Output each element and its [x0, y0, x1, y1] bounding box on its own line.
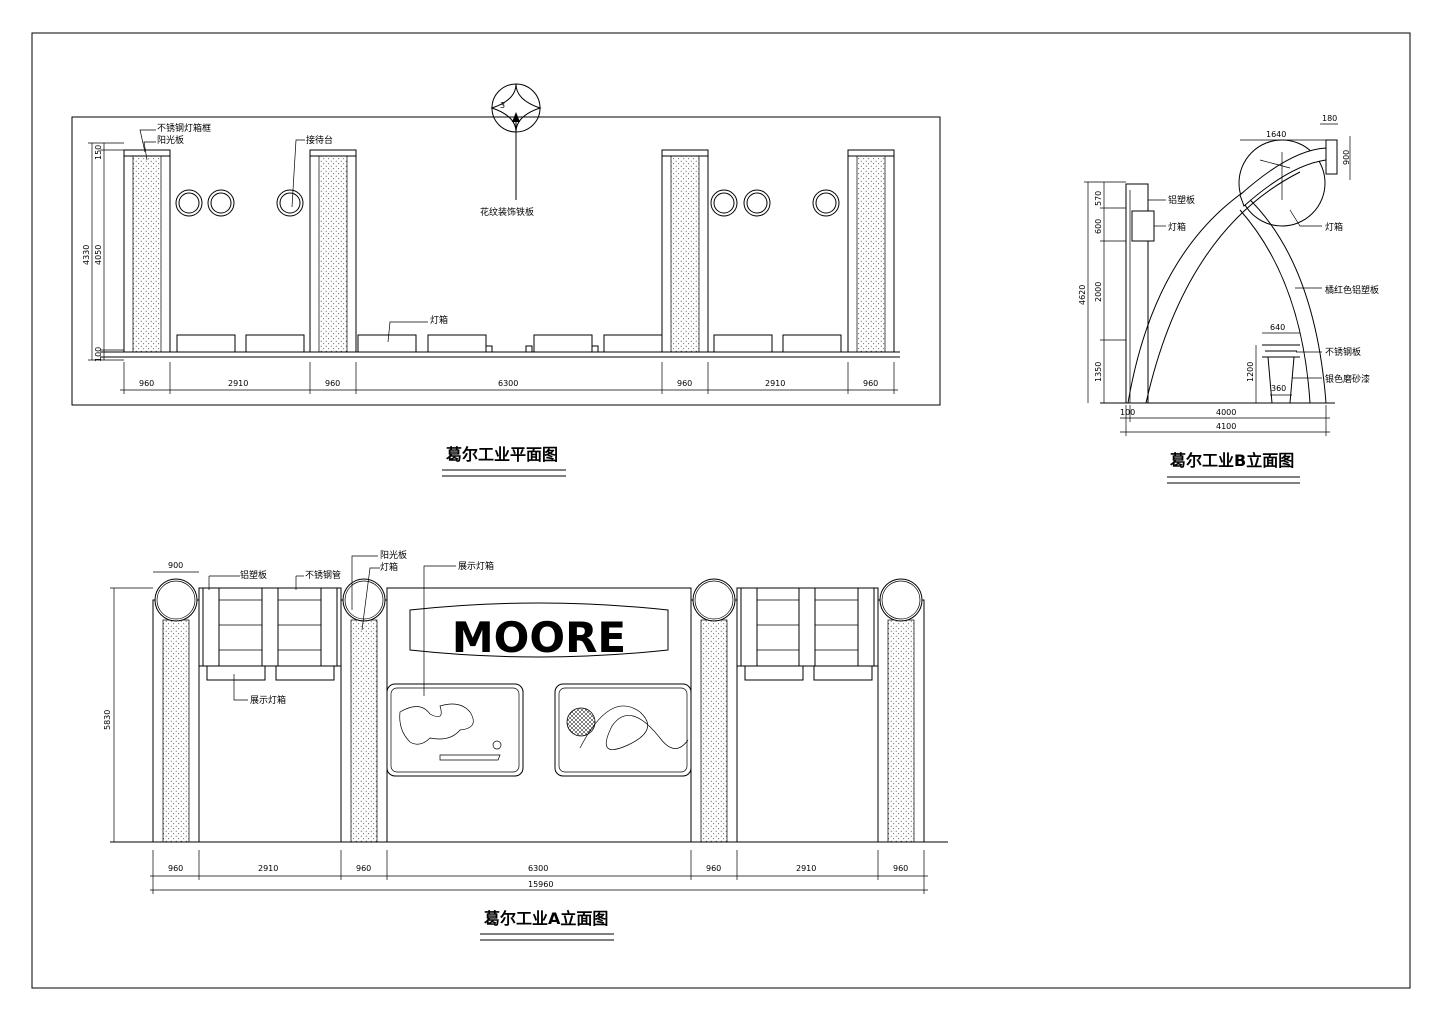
b-dim: 570: [1094, 191, 1103, 206]
plan-hdim: 6300: [498, 379, 518, 388]
b-dim: 100: [1120, 408, 1135, 417]
plan-vertical-dims: 150 4330 4050 100: [82, 142, 124, 362]
plan-title: 葛尔工业平面图: [446, 445, 558, 464]
a-central-sign: MOORE: [386, 587, 692, 843]
b-dim: 4000: [1216, 408, 1236, 417]
plan-label-lightbox: 灯箱: [430, 314, 448, 326]
b-label-steel-plate: 不锈钢板: [1325, 346, 1361, 358]
b-dim: 600: [1094, 219, 1103, 234]
a-label-alu-panel: 铝塑板: [240, 569, 267, 581]
svg-text:3: 3: [500, 101, 505, 110]
a-side-panel-right: [736, 587, 879, 681]
plan-label-reception: 接待台: [306, 134, 333, 146]
a-dim-top: 900: [168, 561, 183, 570]
a-hdim: 2910: [258, 864, 278, 873]
sheet-border: [31, 32, 1411, 989]
plan-dim-mid: 4050: [94, 245, 103, 265]
a-label-lightbox: 灯箱: [380, 561, 398, 573]
b-dim: 640: [1270, 323, 1285, 332]
b-dim: 1200: [1246, 362, 1255, 382]
a-hdim: 960: [168, 864, 183, 873]
b-label-alu-panel: 铝塑板: [1168, 194, 1195, 206]
a-column-3: [690, 578, 738, 843]
elevation-b: 铝塑板 灯箱 灯箱 橘红色铝塑板 不锈钢板 银色磨砂漆 1640 180 900…: [1078, 114, 1379, 484]
a-column-4: [877, 578, 925, 843]
a-hdim: 2910: [796, 864, 816, 873]
plan-hdim: 960: [863, 379, 878, 388]
brand-logo: MOORE: [452, 613, 626, 662]
plan-frame: [71, 116, 941, 406]
a-dim-total: 15960: [528, 880, 553, 889]
b-dim: 1350: [1094, 362, 1103, 382]
plan-column-3: [661, 149, 709, 353]
a-hdim: 960: [893, 864, 908, 873]
a-dim-height: 5830: [103, 710, 112, 730]
plan-dim-total: 4330: [82, 245, 91, 265]
b-label-lightbox-right: 灯箱: [1325, 221, 1343, 233]
a-label-display-lightbox: 展示灯箱: [458, 560, 494, 572]
plan-dim-bottom: 100: [94, 347, 103, 362]
elevation-b-title: 葛尔工业B立面图: [1170, 451, 1294, 470]
a-hdim: 6300: [528, 864, 548, 873]
b-dim: 2000: [1094, 282, 1103, 302]
plan-label-iron-board: 花纹装饰铁板: [480, 206, 534, 218]
b-dim: 4620: [1078, 285, 1087, 305]
plan-hdim: 2910: [228, 379, 248, 388]
plan-label-frame: 不锈钢灯箱框: [157, 122, 211, 134]
b-dim: 180: [1322, 114, 1337, 123]
north-arrow-icon: 3: [490, 83, 542, 200]
b-dim: 1640: [1266, 130, 1286, 139]
a-column-1: [152, 578, 200, 843]
plan-view: 3: [71, 83, 941, 477]
b-label-lightbox-left: 灯箱: [1168, 221, 1186, 233]
plan-lightboxes: [176, 334, 842, 353]
plan-hdim: 960: [139, 379, 154, 388]
plan-dim-top: 150: [94, 145, 103, 160]
a-hdim: 960: [706, 864, 721, 873]
plan-round-lamps: [175, 189, 840, 217]
plan-horizontal-dims: 960 2910 960 6300 960 2910 960: [120, 362, 898, 394]
b-label-orange-panel: 橘红色铝塑板: [1325, 284, 1379, 296]
plan-label-sun-panel: 阳光板: [157, 134, 184, 146]
elevation-a-title: 葛尔工业A立面图: [484, 909, 608, 928]
b-dim: 900: [1342, 150, 1351, 165]
plan-column-2: [309, 149, 357, 353]
a-label-display-lightbox-left: 展示灯箱: [250, 694, 286, 706]
plan-hdim: 2910: [765, 379, 785, 388]
elevation-a: MOORE 铝塑板 不锈钢管 阳光板 灯箱 展示灯箱 展示灯箱 900: [103, 549, 948, 941]
a-label-steel-tube: 不锈钢管: [305, 569, 341, 581]
plan-hdim: 960: [677, 379, 692, 388]
plan-column-4: [847, 149, 895, 353]
a-side-panel-left: [198, 587, 342, 681]
a-column-2: [340, 578, 388, 843]
b-dim: 4100: [1216, 422, 1236, 431]
b-label-paint: 银色磨砂漆: [1325, 373, 1370, 385]
a-label-sun-panel: 阳光板: [380, 549, 407, 561]
plan-hdim: 960: [325, 379, 340, 388]
a-hdim: 960: [356, 864, 371, 873]
plan-column-1: [123, 149, 171, 353]
b-dim: 360: [1271, 384, 1286, 393]
